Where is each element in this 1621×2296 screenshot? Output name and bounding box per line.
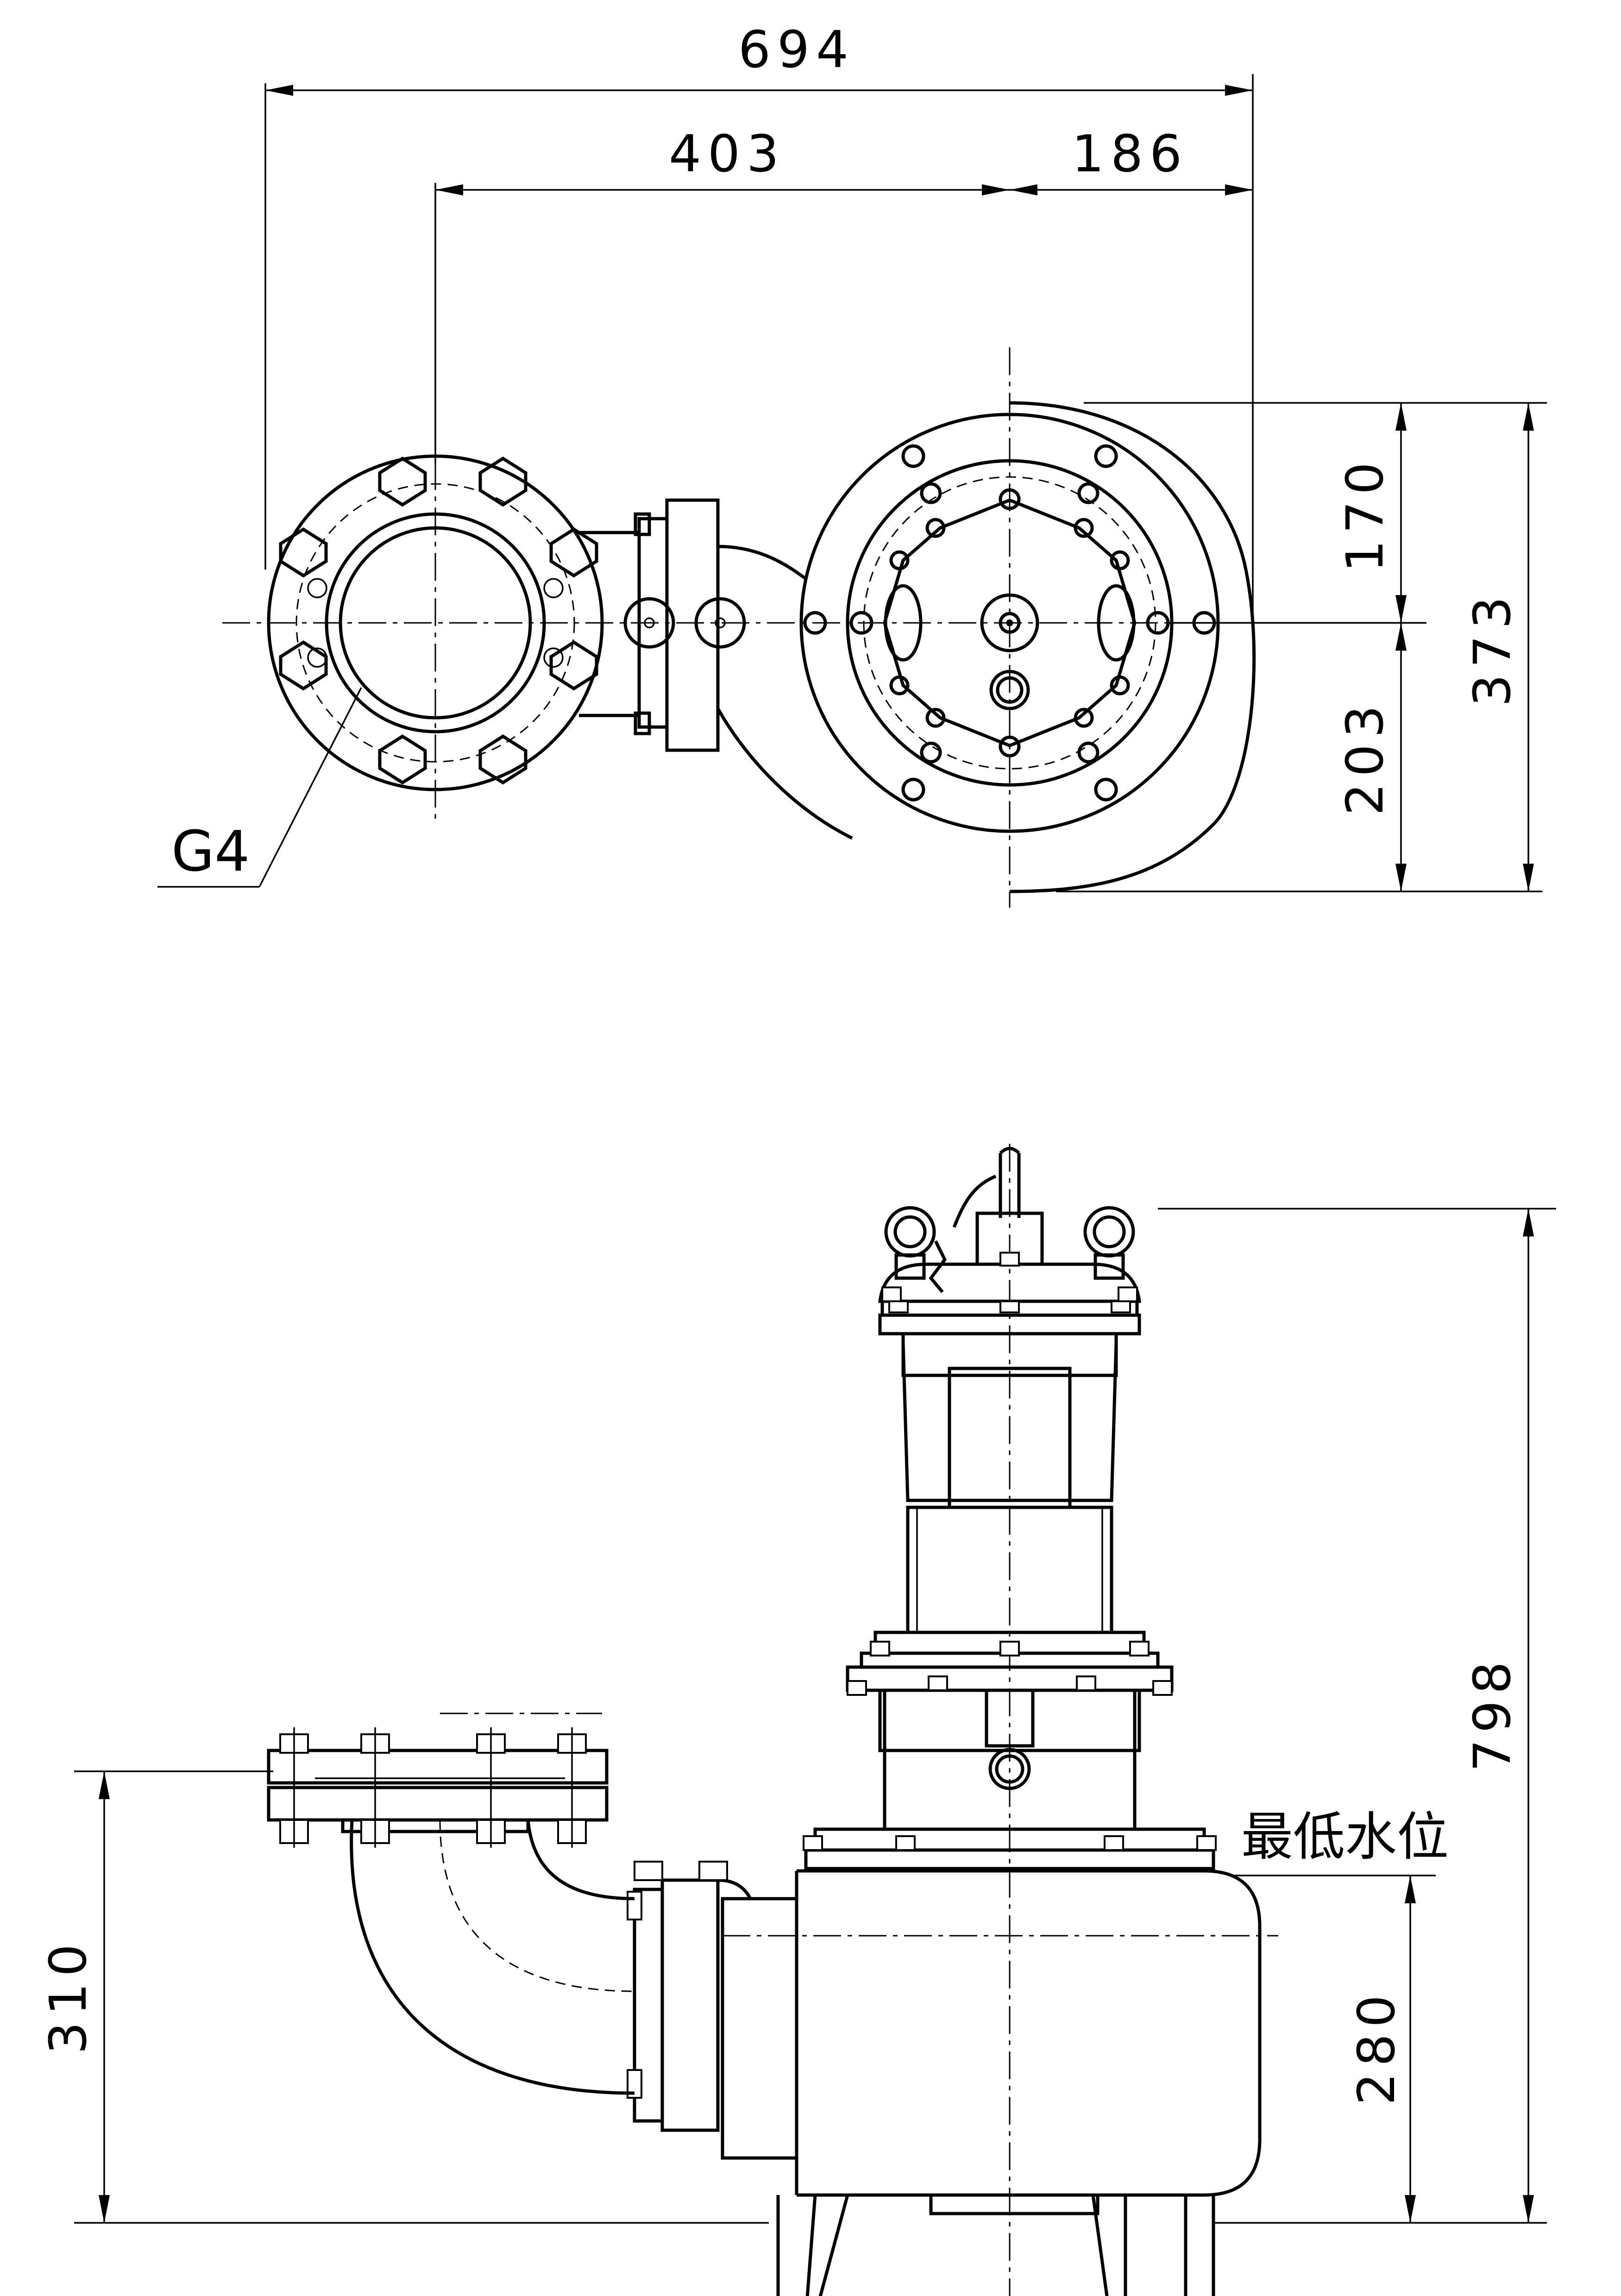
dim-discharge-to-center: 403 xyxy=(669,124,785,183)
dim-discharge-height: 310 xyxy=(38,1938,98,2054)
dim-total-depth: 373 xyxy=(1463,590,1522,707)
pump-casing-plan xyxy=(799,401,1542,893)
pump-casing-elevation xyxy=(717,1827,1262,2296)
dim-overall-width: 694 xyxy=(738,20,855,79)
flange-bolts xyxy=(279,456,598,785)
dim-center-to-front: 203 xyxy=(1335,699,1395,816)
motor-section xyxy=(878,1252,1141,1634)
elbow-flange-bolts xyxy=(279,1727,587,1848)
elevation-view: 798 310 280 最低水位 xyxy=(38,1144,1556,2296)
discharge-elbow xyxy=(267,1727,635,2095)
dim-min-water-level-height: 280 xyxy=(1347,1989,1406,2105)
discharge-coupling xyxy=(627,1861,728,2132)
dim-center-to-rear: 170 xyxy=(1335,456,1395,572)
connecting-pipe-plan xyxy=(579,498,853,840)
flange-holes xyxy=(307,578,564,668)
discharge-size-label: G4 xyxy=(171,820,250,884)
bracket-flange xyxy=(846,1631,1174,1831)
dim-total-height: 798 xyxy=(1463,1655,1522,1772)
elevation-dimensions xyxy=(74,1208,1556,2224)
casing-bolt-holes xyxy=(803,444,1216,802)
plan-view: 694 403 186 170 203 373 G4 xyxy=(157,20,1547,908)
discharge-flange-plan xyxy=(267,454,604,791)
dim-center-to-edge: 186 xyxy=(1072,124,1188,183)
plan-dimensions xyxy=(157,74,1547,891)
min-water-level-label: 最低水位 xyxy=(1241,1807,1449,1867)
